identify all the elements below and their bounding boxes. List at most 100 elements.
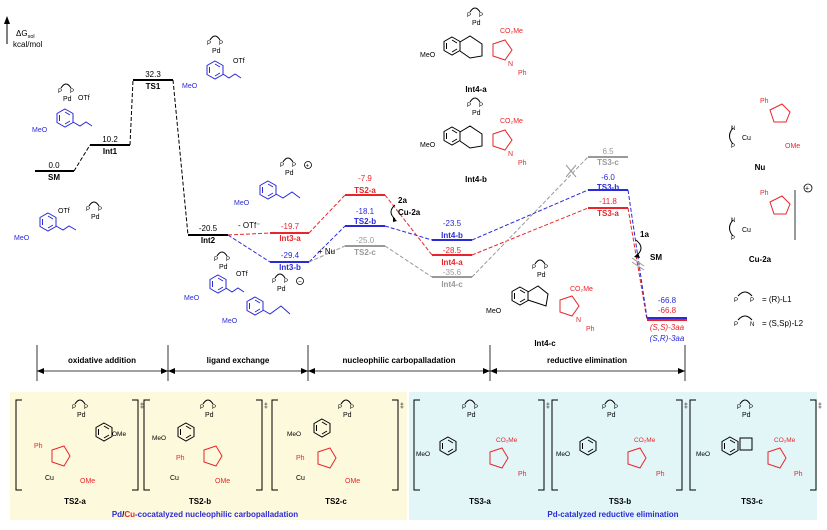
svg-text:CO₂Me: CO₂Me [774, 437, 796, 444]
svg-text:(S,R)-3aa: (S,R)-3aa [650, 334, 685, 343]
level-TS2b: -18.1 TS2-b [345, 207, 385, 227]
svg-text:TS2-b: TS2-b [354, 217, 376, 226]
ligand-l2: = (S,Sp)-L2 [762, 319, 804, 328]
svg-text:MeO: MeO [556, 451, 570, 458]
svg-text:MeO: MeO [420, 142, 436, 149]
blocked-path-marks [565, 164, 645, 271]
level-value: 0.0 [48, 161, 60, 170]
svg-text:CO₂Me: CO₂Me [496, 437, 518, 444]
structure-nu: Ph Cu N P OMe Nu [729, 98, 800, 172]
svg-text:TS2-c: TS2-c [354, 248, 376, 257]
svg-text:MeO: MeO [420, 52, 436, 59]
svg-text:Ph: Ph [518, 471, 527, 478]
connectors [73, 79, 648, 321]
stage-bar: oxidative addition ligand exchange nucle… [36, 345, 686, 381]
reagent-2a: 2a [398, 196, 407, 205]
svg-text:TS2-a: TS2-a [354, 186, 376, 195]
svg-text:-19.7: -19.7 [281, 222, 300, 231]
structure-int3a-cation: + MeO [234, 157, 312, 207]
svg-text:MeO: MeO [182, 83, 198, 90]
svg-text:-6.0: -6.0 [601, 173, 615, 182]
svg-text:Cu: Cu [742, 135, 751, 142]
svg-text:-29.4: -29.4 [281, 251, 300, 260]
level-TS2c: -25.0 TS2-c [345, 236, 385, 257]
level-Int3a: -19.7 Int3-a [270, 222, 309, 243]
svg-text:Int1: Int1 [103, 147, 118, 156]
svg-text:Ph: Ph [760, 190, 769, 197]
svg-text:CO₂Me: CO₂Me [500, 28, 523, 35]
svg-text:CO₂Me: CO₂Me [570, 286, 593, 293]
svg-text:Int2: Int2 [201, 236, 216, 245]
svg-text:Int4-a: Int4-a [441, 258, 463, 267]
svg-text:‡: ‡ [684, 403, 688, 410]
svg-text:MeO: MeO [696, 451, 710, 458]
ligand-legend: P P = (R)-L1 P N = (S,Sp)-L2 [734, 291, 804, 328]
svg-text:-66.8: -66.8 [658, 306, 677, 315]
svg-text:-35.6: -35.6 [443, 268, 462, 277]
svg-text:OTf: OTf [233, 58, 245, 65]
structure-ts1: OTf MeO [182, 35, 245, 90]
structure-int4c: MeO CO₂Me N Ph Int4-c [486, 259, 595, 348]
stage-nucleophilic-carbopalladation: nucleophilic carbopalladation [343, 356, 456, 365]
level-Int3b: -29.4 Int3-b [270, 251, 309, 272]
svg-text:N: N [750, 322, 754, 328]
panel-left: ‡ ‡ ‡ OMe Ph Cu OMe TS2-a MeO Ph Cu OMe … [15, 399, 404, 519]
svg-text:TS3-b: TS3-b [609, 497, 631, 506]
svg-text:TS3-c: TS3-c [597, 158, 619, 167]
svg-text:TS2-a: TS2-a [64, 497, 86, 506]
level-Int4a: -28.5 Int4-a [432, 246, 472, 267]
svg-text:TS3-b: TS3-b [597, 183, 619, 192]
reagent-cu2a: Cu-2a [398, 208, 421, 217]
level-Int2: -20.5 Int2 [188, 224, 228, 245]
structure-int3b-anion: − MeO [222, 273, 304, 325]
svg-text:-25.0: -25.0 [356, 236, 375, 245]
svg-text:MeO: MeO [184, 295, 200, 302]
svg-text:‡: ‡ [546, 403, 550, 410]
svg-text:OMe: OMe [112, 431, 126, 438]
svg-text:P: P [731, 144, 735, 150]
svg-text:CO₂Me: CO₂Me [500, 118, 523, 125]
svg-text:MeO: MeO [152, 435, 166, 442]
svg-text:TS2-b: TS2-b [189, 497, 211, 506]
svg-text:Nu: Nu [755, 163, 766, 172]
reagent-2a-arrow [390, 204, 397, 222]
stage-ligand-exchange: ligand exchange [207, 356, 270, 365]
level-Int4c: -35.6 Int4-c [432, 268, 472, 289]
svg-text:OMe: OMe [80, 478, 95, 485]
svg-text:MeO: MeO [234, 200, 250, 207]
svg-text:-11.8: -11.8 [599, 197, 617, 206]
svg-text:OMe: OMe [785, 143, 800, 150]
y-axis: ΔGsol kcal/mol [4, 16, 43, 49]
svg-text:-20.5: -20.5 [199, 224, 218, 233]
svg-text:Int4-b: Int4-b [441, 231, 463, 240]
level-TS2a: -7.9 TS2-a [345, 174, 385, 196]
svg-text:(S,S)-3aa: (S,S)-3aa [650, 323, 685, 332]
svg-text:P: P [734, 322, 738, 328]
svg-text:10.2: 10.2 [102, 135, 118, 144]
svg-text:Cu: Cu [296, 475, 305, 482]
svg-text:MeO: MeO [486, 308, 502, 315]
svg-text:Ph: Ph [656, 471, 665, 478]
svg-text:-28.5: -28.5 [443, 246, 462, 255]
svg-text:OMe: OMe [345, 478, 360, 485]
svg-text:+: + [805, 186, 809, 193]
svg-text:N: N [731, 126, 735, 132]
svg-text:Ph: Ph [34, 443, 43, 450]
svg-text:TS3-a: TS3-a [597, 209, 619, 218]
level-TS3c: 6.5 TS3-c [588, 147, 628, 167]
svg-text:Ph: Ph [794, 471, 803, 478]
svg-text:OTf: OTf [58, 208, 70, 215]
svg-text:MeO: MeO [416, 451, 430, 458]
svg-text:+: + [306, 164, 310, 170]
structure-sm: OTf MeO [14, 201, 103, 242]
level-Int4b: -23.5 Int4-b [432, 219, 472, 241]
level-product: -66.8 -66.8 (S,S)-3aa (S,R)-3aa [647, 296, 687, 343]
svg-text:-18.1: -18.1 [356, 207, 375, 216]
structure-int4a: MeO CO₂Me N Ph Int4-a [420, 7, 527, 94]
svg-text:‡: ‡ [140, 403, 144, 410]
nu-addition-text: + Nu [318, 247, 335, 256]
svg-text:TS2-c: TS2-c [325, 497, 347, 506]
y-axis-label: ΔGsol [16, 29, 35, 40]
